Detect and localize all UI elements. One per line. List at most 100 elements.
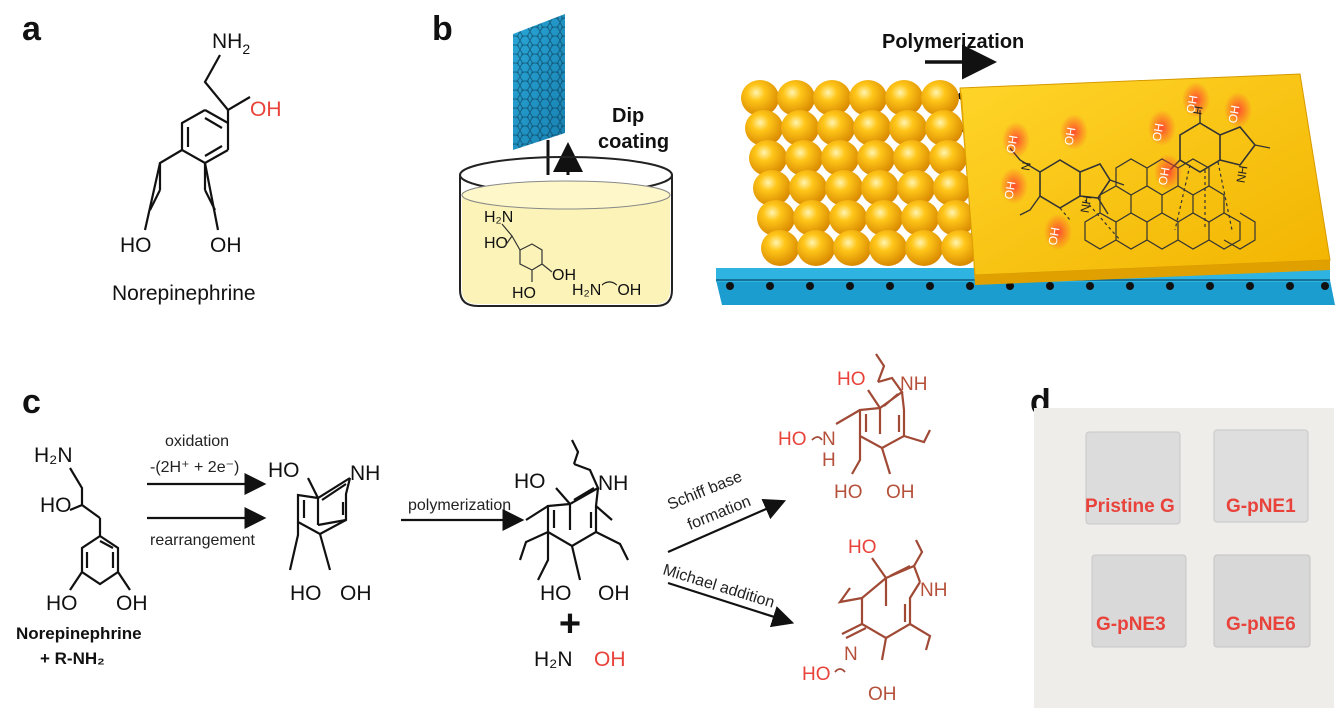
- oh-glow: [1182, 82, 1210, 118]
- monomer-spheres: [741, 80, 979, 266]
- monomer-sphere: [869, 230, 907, 266]
- film-group-label: OH: [1156, 166, 1173, 186]
- film-group-label: OH: [1184, 94, 1201, 114]
- panel-label-b: b: [432, 10, 453, 48]
- film-group-label: NH: [1078, 195, 1095, 215]
- reactant-ho2: HO: [46, 592, 78, 615]
- monomer-sphere: [901, 200, 939, 236]
- film-group-label: N: [1018, 161, 1033, 172]
- schiff-oh: OH: [886, 482, 915, 503]
- michael-product: HO NH HO N OH: [802, 537, 947, 705]
- monomer-sphere: [761, 230, 799, 266]
- michael-n: N: [844, 644, 858, 665]
- sample-label-pristine: Pristine G: [1085, 496, 1175, 517]
- film-group-label: NH: [1234, 165, 1251, 185]
- monomer-sphere: [777, 80, 815, 116]
- monomer-sphere: [893, 140, 931, 176]
- monomer-sphere: [897, 170, 935, 206]
- film-group-label: H: [1190, 105, 1205, 116]
- indole-oh: OH: [340, 582, 372, 605]
- beaker: H₂N HO HO OH H₂N⌒OH: [459, 156, 673, 307]
- oxidation-label: oxidation: [165, 433, 229, 450]
- reactant-norepinephrine: H₂N HO HO OH Norepinephrine + R-NH₂: [16, 444, 148, 668]
- michael-arrow: [667, 581, 795, 628]
- michael-nh: NH: [920, 580, 947, 601]
- monomer-sphere: [853, 110, 891, 146]
- dihydroxyindole: HO NH HO OH: [268, 459, 380, 605]
- monomer-sphere: [865, 200, 903, 236]
- film-group-label: OH: [1226, 104, 1243, 124]
- film-group-label: OH: [1002, 180, 1019, 200]
- nh2-group: NH2: [212, 30, 250, 57]
- plus-sign: +: [559, 603, 581, 645]
- indole-ho2: HO: [290, 582, 322, 605]
- oh-glow: [1044, 214, 1072, 250]
- schiff-ho: HO: [837, 369, 866, 390]
- reactant-h2n: H₂N: [34, 444, 72, 467]
- michael-oh: OH: [868, 684, 897, 705]
- monomer-sphere: [833, 230, 871, 266]
- rearrangement-label: rearrangement: [150, 532, 256, 549]
- polymer-unit: HO NH HO OH + H₂N OH: [514, 439, 630, 671]
- schiff-ho-n: HO: [778, 429, 807, 450]
- sample-photo: Pristine G G-pNE1 G-pNE3 G-pNE6: [1034, 408, 1334, 708]
- oh-right-group: OH: [210, 234, 242, 257]
- polymer-nh: NH: [598, 472, 628, 495]
- beaker-ho: HO: [484, 235, 508, 252]
- schiff-n: N: [822, 429, 836, 450]
- oh-glow: [1224, 92, 1252, 128]
- norepinephrine-structure: NH2 OH HO OH Norepinephrine: [112, 30, 282, 305]
- reactant-amine: + R-NH₂: [40, 649, 105, 668]
- film-group-label: OH: [1046, 226, 1063, 246]
- monomer-sphere: [929, 140, 967, 176]
- monomer-sphere: [793, 200, 831, 236]
- monomer-sphere: [817, 110, 855, 146]
- oh-glow: [1002, 122, 1030, 158]
- monomer-sphere: [941, 230, 979, 266]
- indole-ho: HO: [268, 459, 300, 482]
- polymer-oh: OH: [598, 582, 630, 605]
- dip-label-1: Dip: [612, 105, 644, 127]
- schiff-base-product: HO NH HO N H HO OH: [778, 353, 931, 503]
- monomer-sphere: [789, 170, 827, 206]
- polymerization-label-c: polymerization: [408, 497, 511, 514]
- monomer-sphere: [825, 170, 863, 206]
- panel-label-a: a: [22, 10, 42, 48]
- monomer-sphere: [821, 140, 859, 176]
- beaker-amine: H₂N⌒OH: [572, 281, 641, 299]
- monomer-sphere: [861, 170, 899, 206]
- graphene-sheet: [513, 14, 565, 150]
- polymerization-label: Polymerization: [882, 31, 1024, 53]
- polymer-ho2: HO: [540, 582, 572, 605]
- monomer-sphere: [797, 230, 835, 266]
- film-group-label: OH: [1062, 126, 1079, 146]
- oh-glow: [1060, 114, 1088, 150]
- indole-nh: NH: [350, 462, 380, 485]
- monomer-sphere: [933, 170, 971, 206]
- reactant-ho: HO: [40, 494, 72, 517]
- michael-ho: HO: [848, 537, 877, 558]
- monomer-sphere: [921, 80, 959, 116]
- monomer-sphere: [885, 80, 923, 116]
- monomer-sphere: [745, 110, 783, 146]
- sample-label-g-pne6: G-pNE6: [1226, 614, 1296, 635]
- monomer-sphere: [781, 110, 819, 146]
- ho-left-group: HO: [120, 234, 152, 257]
- oh-glow: [1000, 168, 1028, 204]
- film-group-label: OH: [1150, 122, 1167, 142]
- monomer-sphere: [741, 80, 779, 116]
- monomer-sphere: [925, 110, 963, 146]
- monomer-sphere: [813, 80, 851, 116]
- beaker-h2n: H₂N: [484, 209, 513, 226]
- monomer-sphere: [829, 200, 867, 236]
- schiff-nh: NH: [900, 374, 927, 395]
- reactant-oh: OH: [116, 592, 148, 615]
- beaker-oh: OH: [552, 267, 576, 284]
- dip-label-2: coating: [598, 131, 669, 153]
- reactant-name: Norepinephrine: [16, 624, 142, 643]
- monomer-sphere: [889, 110, 927, 146]
- monomer-sphere: [749, 140, 787, 176]
- monomer-sphere: [857, 140, 895, 176]
- hydroxylamine-oh: OH: [594, 648, 626, 671]
